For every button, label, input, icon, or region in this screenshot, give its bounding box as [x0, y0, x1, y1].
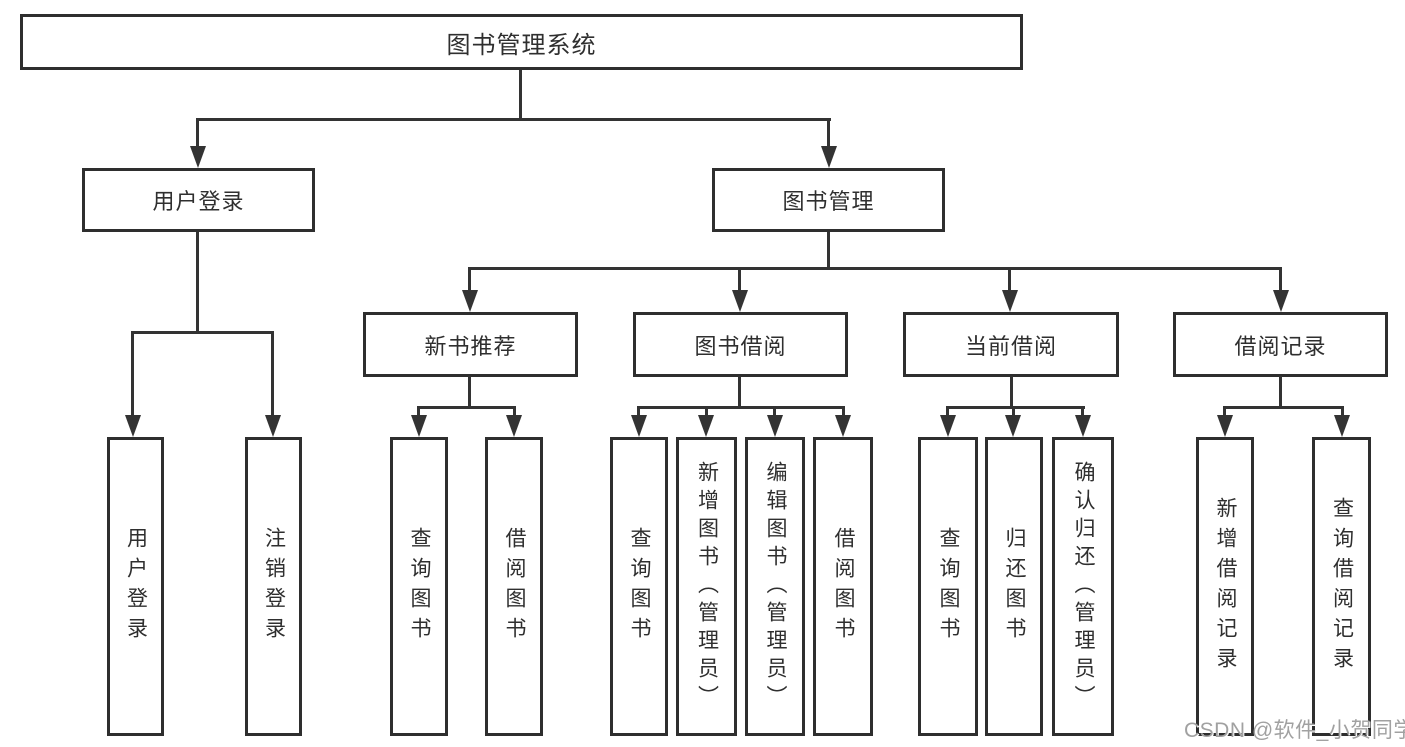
leaf-query-books-3-label: 查询图书	[937, 526, 960, 647]
leaf-query-books-3: 查询图书	[918, 437, 978, 736]
connector-g2-drop3	[773, 406, 776, 420]
leaf-confirm-return-admin: 确认归还（管理员）	[1052, 437, 1114, 736]
leaf-query-borrow-record-label: 查询借阅记录	[1330, 496, 1354, 677]
connector-arrow-leaf-logout	[265, 415, 281, 437]
node-new-book-recommend-label: 新书推荐	[424, 333, 517, 359]
connector-g4-arrow1	[1217, 415, 1233, 437]
leaf-add-borrow-record-label: 新增借阅记录	[1214, 496, 1237, 677]
connector-g2-arrow2	[698, 415, 714, 437]
node-borrow-records-label: 借阅记录	[1234, 333, 1327, 359]
connector-g1-arrow1	[411, 415, 427, 437]
node-book-management-label: 图书管理	[782, 189, 875, 214]
leaf-logout-login-label: 注销登录	[262, 526, 286, 647]
connector-level2-rail	[196, 118, 831, 121]
connector-g2-rail	[637, 406, 845, 409]
connector-g4-drop2	[1341, 406, 1344, 420]
connector-level3-rail	[468, 267, 1282, 270]
leaf-logout-login: 注销登录	[245, 437, 302, 736]
node-new-book-recommend: 新书推荐	[363, 312, 578, 377]
connector-g1-rail	[417, 406, 516, 409]
watermark: CSDN @软件_小贺同学	[1184, 719, 1405, 742]
connector-g3-arrow1	[940, 415, 956, 437]
connector-arrow-new-book	[462, 290, 478, 312]
node-user-login-label: 用户登录	[152, 189, 245, 214]
leaf-borrow-books-1-label: 借阅图书	[503, 526, 526, 647]
connector-arrow-leaf-user-login	[125, 415, 141, 437]
connector-g3-drop1	[946, 406, 949, 420]
connector-g1-drop2	[513, 406, 516, 420]
connector-g4-drop1	[1223, 406, 1226, 420]
connector-g1-arrow2	[506, 415, 522, 437]
connector-g1-stem	[468, 376, 471, 409]
leaf-query-books-2: 查询图书	[610, 437, 668, 736]
connector-g3-stem	[1010, 376, 1013, 409]
connector-arrow-book-borrow	[732, 290, 748, 312]
leaf-query-borrow-record: 查询借阅记录	[1312, 437, 1371, 736]
connector-g1-drop1	[417, 406, 420, 420]
leaf-edit-books-admin-label: 编辑图书（管理员）	[764, 460, 787, 713]
connector-g4-stem	[1279, 376, 1282, 409]
leaf-add-books-admin: 新增图书（管理员）	[676, 437, 737, 736]
connector-g4-arrow2	[1334, 415, 1350, 437]
leaf-query-books-2-label: 查询图书	[628, 526, 651, 647]
leaf-return-books: 归还图书	[985, 437, 1043, 736]
leaf-query-books-1: 查询图书	[390, 437, 448, 736]
connector-g2-arrow3	[767, 415, 783, 437]
leaf-borrow-books-1: 借阅图书	[485, 437, 543, 736]
node-root-label: 图书管理系统	[446, 31, 597, 59]
connector-user-login-rail	[131, 331, 274, 334]
leaf-query-books-1-label: 查询图书	[408, 526, 431, 647]
connector-g2-arrow4	[835, 415, 851, 437]
connector-book-management-stem	[827, 232, 830, 269]
node-book-management: 图书管理	[712, 168, 945, 232]
connector-drop-new-book	[468, 267, 471, 297]
connector-root-stem	[519, 70, 522, 120]
connector-g2-drop4	[842, 406, 845, 420]
node-borrow-records: 借阅记录	[1173, 312, 1388, 377]
node-current-borrow: 当前借阅	[903, 312, 1119, 377]
node-book-borrow: 图书借阅	[633, 312, 848, 377]
connector-g2-drop2	[705, 406, 708, 420]
connector-g3-drop2	[1012, 406, 1015, 420]
connector-drop-leaf-logout	[271, 331, 274, 421]
connector-arrow-borrow-records	[1273, 290, 1289, 312]
node-book-borrow-label: 图书借阅	[694, 333, 787, 359]
leaf-borrow-books-2-label: 借阅图书	[832, 526, 855, 647]
connector-g4-rail	[1223, 406, 1344, 409]
connector-g2-stem	[738, 376, 741, 409]
connector-g2-arrow1	[631, 415, 647, 437]
leaf-borrow-books-2: 借阅图书	[813, 437, 873, 736]
connector-g3-arrow3	[1075, 415, 1091, 437]
leaf-user-login-label: 用户登录	[124, 526, 148, 647]
connector-arrow-book-management	[821, 146, 837, 168]
connector-drop-book-management	[827, 118, 830, 160]
connector-arrow-user-login	[190, 146, 206, 168]
leaf-return-books-label: 归还图书	[1003, 526, 1026, 647]
node-current-borrow-label: 当前借阅	[964, 333, 1057, 359]
connector-g3-arrow2	[1005, 415, 1021, 437]
connector-arrow-current-borrow	[1002, 290, 1018, 312]
connector-g3-drop3	[1081, 406, 1084, 420]
leaf-confirm-return-admin-label: 确认归还（管理员）	[1072, 460, 1095, 713]
connector-drop-current-borrow	[1008, 267, 1011, 297]
connector-user-login-stem	[196, 232, 199, 333]
connector-drop-user-login	[196, 118, 199, 160]
leaf-user-login: 用户登录	[107, 437, 164, 736]
connector-drop-book-borrow	[738, 267, 741, 297]
connector-drop-leaf-user-login	[131, 331, 134, 421]
leaf-edit-books-admin: 编辑图书（管理员）	[745, 437, 805, 736]
node-user-login: 用户登录	[82, 168, 315, 232]
connector-g3-rail	[946, 406, 1085, 409]
leaf-add-books-admin-label: 新增图书（管理员）	[695, 460, 719, 713]
node-root: 图书管理系统	[20, 14, 1023, 70]
connector-g2-drop1	[637, 406, 640, 420]
connector-drop-borrow-records	[1279, 267, 1282, 297]
leaf-add-borrow-record: 新增借阅记录	[1196, 437, 1254, 736]
